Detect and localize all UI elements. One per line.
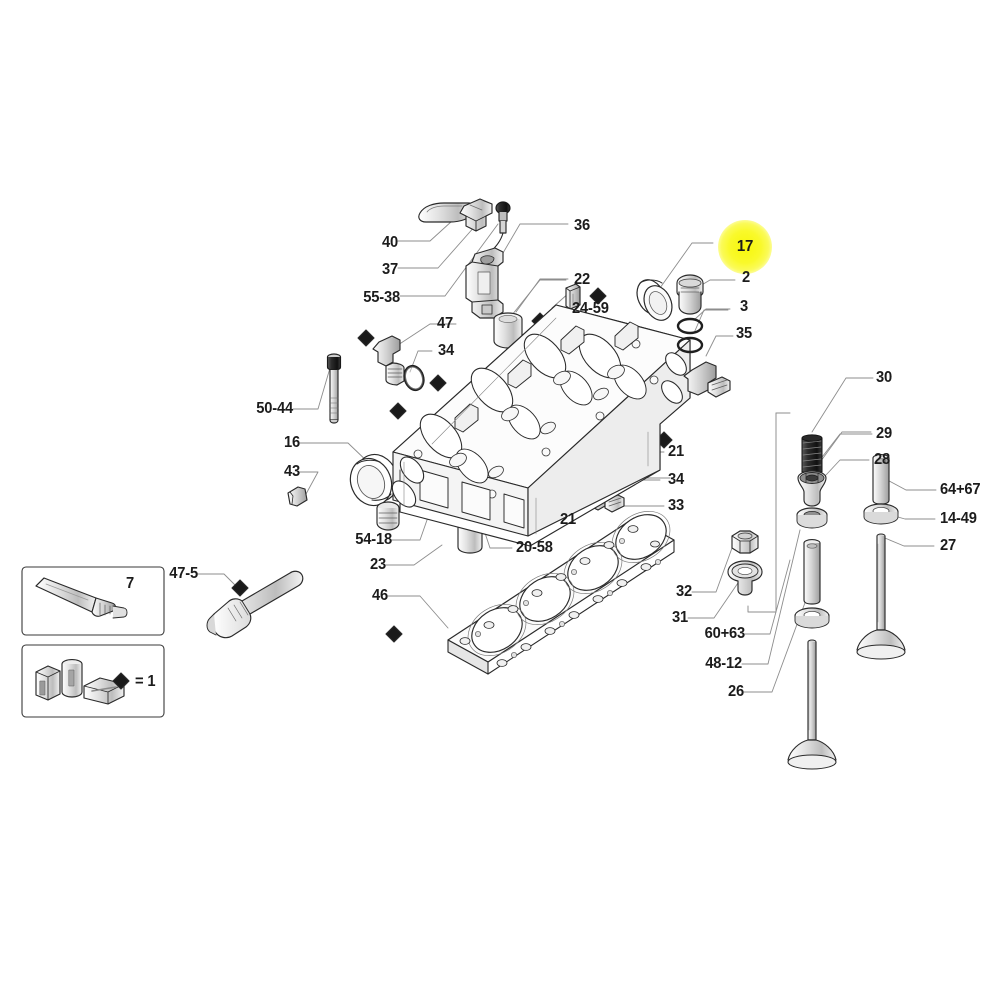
part-label-46: 46 [371,587,388,604]
part-label-35: 35 [736,325,753,342]
part-label-2: 2 [742,269,751,286]
part-label-7: 7 [126,575,135,592]
part-label-54-18: 54-18 [355,531,392,548]
part-label-40: 40 [381,234,398,251]
part-label-60-63: 60+63 [704,625,746,642]
part-label-29: 29 [876,425,893,442]
part-label-34-upper: 34 [438,342,455,359]
part-label-37: 37 [381,261,398,278]
part-label-30: 30 [876,369,893,386]
part-label-21-lower: 21 [560,511,577,528]
part-label-48-12: 48-12 [705,655,742,672]
part-label-64-67: 64+67 [940,481,981,498]
part-label-34-lower: 34 [668,471,685,488]
part-label-32: 32 [675,583,692,600]
part-label-26: 26 [727,683,744,700]
part-label-16: 16 [283,434,300,451]
part-label-47-5: 47-5 [169,565,198,582]
part-label-55-38: 55-38 [363,289,400,306]
part-label-3: 3 [740,298,749,315]
part-label-36: 36 [574,217,591,234]
part-label-14-49: 14-49 [940,510,977,527]
part-label-24-59: 24-59 [572,300,609,317]
part-label-17: 17 [736,238,754,255]
legend-equals-one: = 1 [135,673,156,690]
part-label-28: 28 [874,451,891,468]
part-label-20-58: 20-58 [516,539,553,556]
part-label-27: 27 [940,537,957,554]
part-label-33: 33 [668,497,685,514]
part-label-31: 31 [671,609,688,626]
part-label-47: 47 [437,315,454,332]
part-label-23: 23 [369,556,386,573]
part-label-22: 22 [574,271,591,288]
part-label-43: 43 [283,463,300,480]
part-label-50-44: 50-44 [256,400,293,417]
part-label-21-upper: 21 [668,443,685,460]
